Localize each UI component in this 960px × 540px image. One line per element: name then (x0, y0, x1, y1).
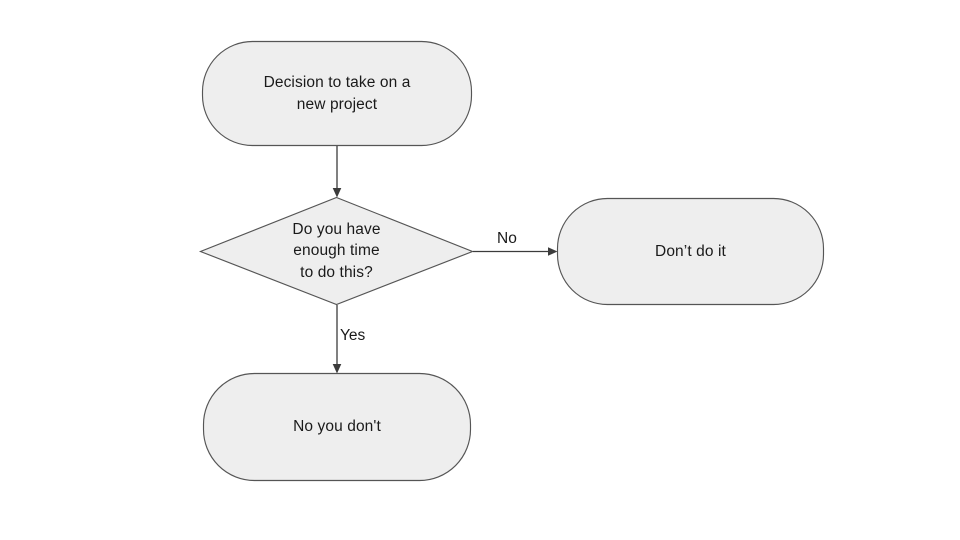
node-dont-do-it-shape[interactable] (556, 197, 825, 306)
edge-decision-to-dont-do-it-arrowhead (548, 247, 558, 256)
node-start-shape[interactable] (201, 40, 473, 147)
edge-start-to-decision-arrowhead (332, 188, 342, 198)
node-decision-shape[interactable] (198, 196, 475, 306)
edge-decision-to-no-you-dont-arrowhead (332, 364, 342, 374)
node-no-you-dont-shape[interactable] (202, 372, 472, 482)
